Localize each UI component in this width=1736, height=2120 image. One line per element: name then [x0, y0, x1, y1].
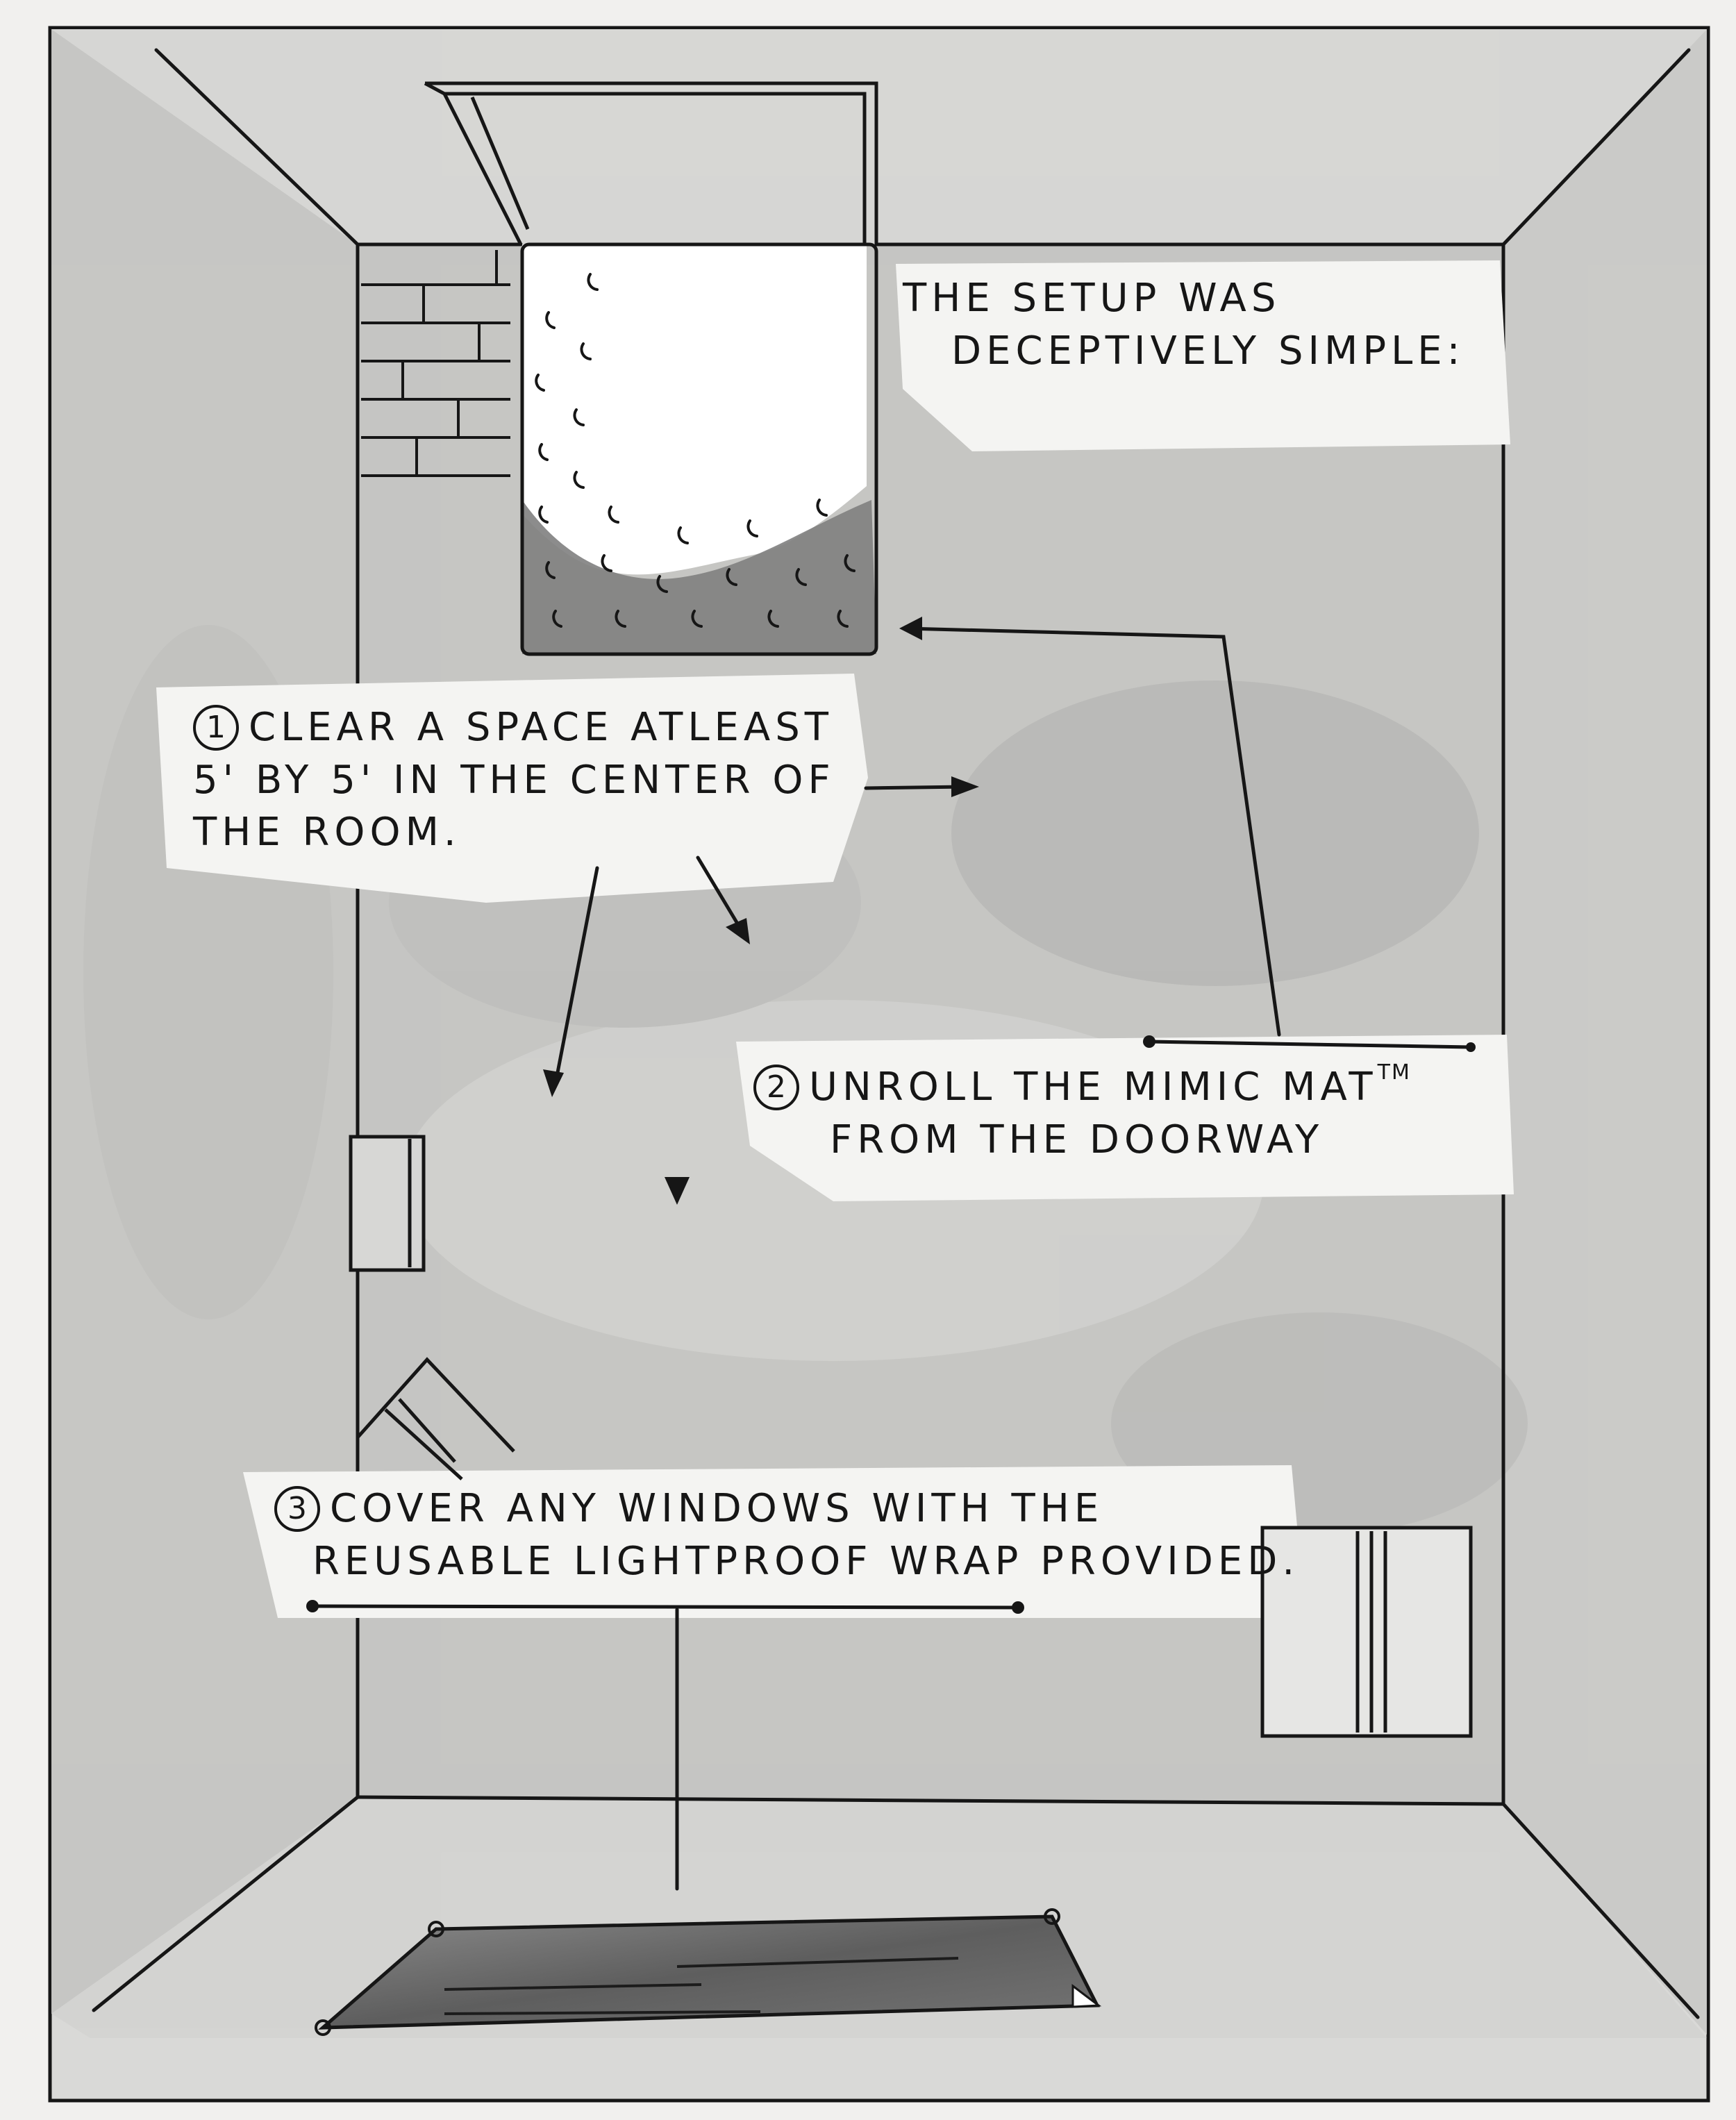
brick-wall: [361, 250, 510, 477]
wall-switch-box: [349, 1135, 426, 1272]
step-2-caption: 2Unroll the Mimic MatTM from the doorway: [753, 1059, 1411, 1166]
step-1-number: 1: [193, 705, 239, 751]
step-3-text-1: Cover any windows with the: [330, 1486, 1104, 1531]
step-1-caption: 1Clear a space atleast 5' by 5' in the c…: [193, 701, 835, 859]
step-2-text-1: Unroll the Mimic Mat: [809, 1065, 1378, 1110]
step-1-line-1: 1Clear a space atleast: [193, 701, 835, 754]
step-3-number: 3: [274, 1486, 320, 1532]
intro-line-1: The Setup was: [903, 276, 1281, 321]
mimic-mat: [520, 242, 878, 656]
step-2-line-2: from the doorway: [830, 1117, 1324, 1162]
intro-line-2: Deceptively simple:: [951, 328, 1465, 374]
left-window: [356, 1357, 515, 1480]
right-window: [1260, 1526, 1473, 1738]
trademark-mark: TM: [1377, 1060, 1411, 1085]
text-highlight-patches: [156, 260, 1514, 1618]
arrowheads: [543, 617, 979, 1205]
doorway: [424, 81, 878, 246]
arrows: [310, 626, 1473, 1891]
floor-mat: [315, 1908, 1102, 2036]
intro-caption: The Setup was Deceptively simple:: [903, 272, 1465, 377]
step-1-line-3: the room.: [193, 810, 461, 855]
step-3-line-1: 3Cover any windows with the: [274, 1483, 1299, 1535]
leader-dots: [306, 1035, 1476, 1614]
step-3-caption: 3Cover any windows with the reusable lig…: [274, 1483, 1299, 1587]
step-2-number: 2: [753, 1065, 799, 1110]
step-2-line-1: 2Unroll the Mimic MatTM: [753, 1059, 1411, 1114]
step-3-line-2: reusable lightproof wrap provided.: [312, 1538, 1300, 1584]
step-1-line-2: 5' by 5' in the center of: [193, 757, 835, 803]
step-1-text-1: Clear a space atleast: [249, 705, 833, 750]
